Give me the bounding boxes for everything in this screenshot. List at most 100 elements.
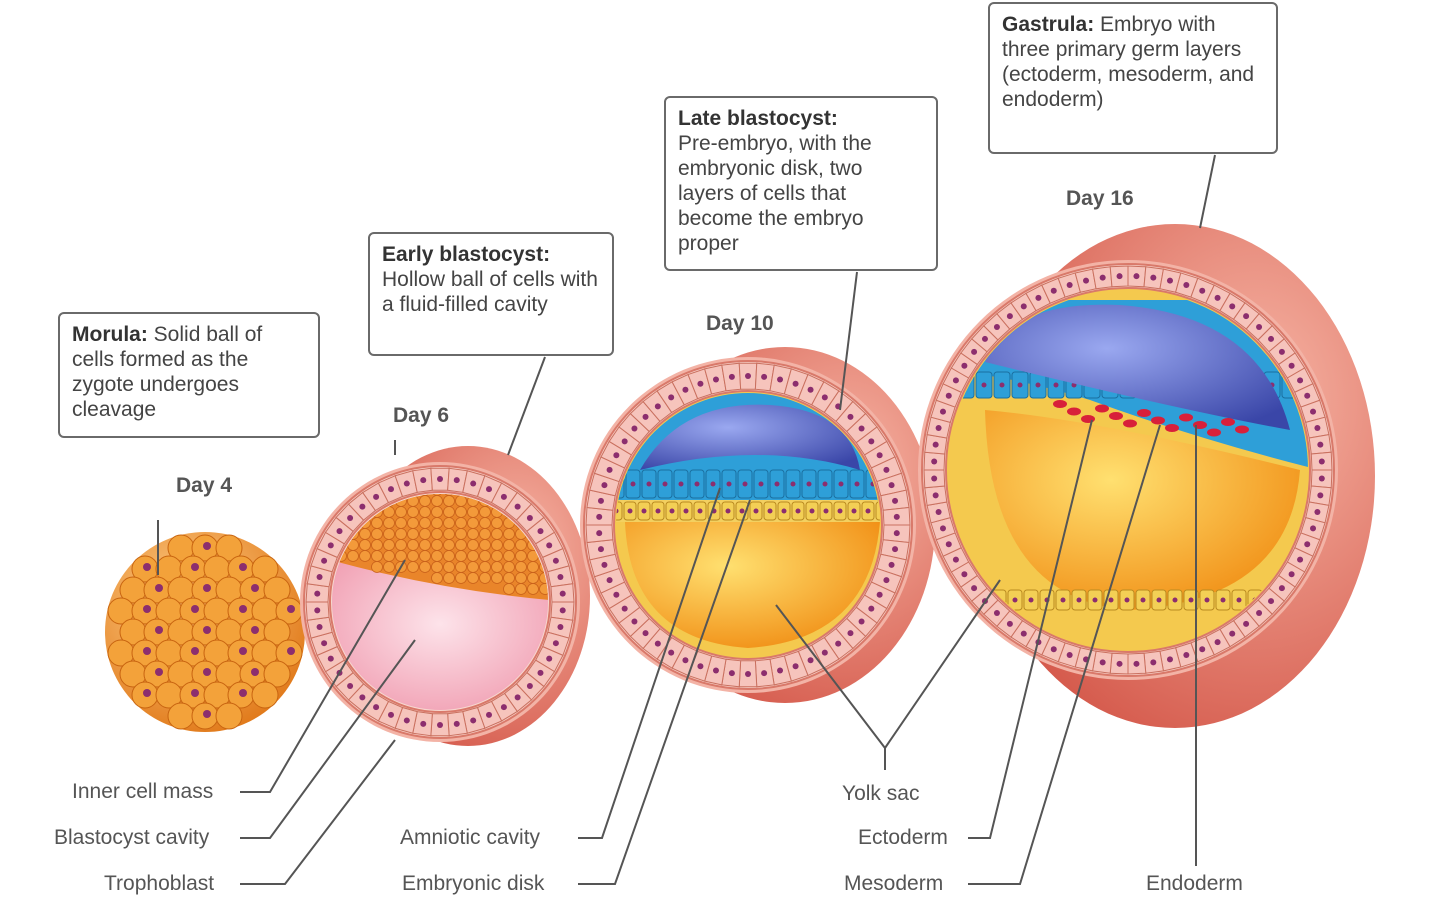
inner-cell — [383, 550, 395, 562]
inner-cell — [431, 572, 443, 584]
cell-nucleus — [981, 335, 988, 342]
inner-cell — [515, 583, 527, 595]
gastrula-term: Gastrula: — [1002, 13, 1095, 36]
cell-nucleus — [777, 376, 784, 383]
morula-cell — [215, 534, 243, 562]
cell-nucleus — [359, 503, 366, 510]
cell-nucleus — [1020, 303, 1027, 310]
cell-nucleus — [613, 591, 620, 598]
cell-nucleus — [865, 508, 871, 514]
cell-nucleus — [143, 689, 151, 697]
cell-nucleus — [621, 438, 628, 445]
cell-nucleus — [806, 481, 812, 487]
cell-nucleus — [1317, 492, 1324, 499]
morula-cell — [251, 681, 279, 709]
cell-nucleus — [893, 513, 900, 520]
germ-layer-cell — [616, 501, 623, 521]
cell-nucleus — [892, 546, 899, 553]
inner-cell — [407, 517, 419, 529]
inner-cell — [527, 561, 539, 573]
cell-nucleus — [327, 542, 334, 549]
cell-nucleus — [993, 610, 1000, 617]
cell-nucleus — [821, 394, 828, 401]
cell-nucleus — [557, 573, 564, 580]
cell-nucleus — [239, 563, 247, 571]
morula-cell — [263, 576, 291, 604]
inner-cell — [503, 528, 515, 540]
inner-cell — [455, 495, 467, 507]
cell-nucleus — [712, 376, 719, 383]
cell-nucleus — [453, 477, 460, 484]
inner-cell — [503, 550, 515, 562]
cell-nucleus — [892, 497, 899, 504]
inner-cell — [371, 539, 383, 551]
inner-cell — [455, 506, 467, 518]
cell-nucleus — [1268, 598, 1275, 605]
inner-cell — [491, 561, 503, 573]
mesoderm-cell — [1123, 419, 1137, 428]
yolk-sac-fill-day16 — [985, 410, 1300, 610]
cell-nucleus — [1310, 525, 1317, 532]
cell-nucleus — [641, 508, 647, 514]
cell-nucleus — [1006, 620, 1013, 627]
cell-nucleus — [143, 605, 151, 613]
inner-cell — [455, 539, 467, 551]
cell-nucleus — [971, 348, 978, 355]
cell-nucleus — [739, 508, 745, 514]
cell-nucleus — [336, 528, 343, 535]
morula-cell — [167, 702, 195, 730]
cell-nucleus — [1060, 597, 1066, 603]
gastrula-illustration — [918, 224, 1375, 728]
inner-cell — [419, 506, 431, 518]
mesoderm-cell — [1235, 425, 1249, 434]
inner-cell — [359, 550, 371, 562]
cell-nucleus — [203, 626, 211, 634]
cell-nucleus — [631, 618, 638, 625]
late-blastocyst-illustration — [580, 347, 935, 703]
cell-nucleus — [321, 640, 328, 647]
cell-nucleus — [1099, 274, 1106, 281]
cell-nucleus — [453, 720, 460, 727]
inner-cell — [479, 539, 491, 551]
cell-nucleus — [961, 362, 968, 369]
cell-nucleus — [1188, 597, 1194, 603]
cell-nucleus — [251, 584, 259, 592]
cell-nucleus — [823, 508, 829, 514]
inner-cell — [371, 517, 383, 529]
cell-nucleus — [621, 605, 628, 612]
inner-cell — [479, 572, 491, 584]
cell-nucleus — [203, 668, 211, 676]
morula-cell — [263, 660, 291, 688]
cell-nucleus — [1050, 646, 1057, 653]
cell-nucleus — [1243, 620, 1250, 627]
cell-nucleus — [761, 373, 768, 380]
cell-nucleus — [1314, 425, 1321, 432]
inner-cell — [515, 550, 527, 562]
inner-cell — [407, 561, 419, 573]
cell-nucleus — [1304, 392, 1311, 399]
inner-cell — [431, 506, 443, 518]
cell-nucleus — [1092, 597, 1098, 603]
cell-nucleus — [1297, 377, 1304, 384]
amniotic-cavity-fill — [640, 404, 860, 470]
late-blastocyst-description-box: Late blastocyst: Pre-embryo, with the em… — [664, 96, 938, 271]
cell-nucleus — [552, 557, 559, 564]
inner-cell — [335, 494, 347, 496]
inner-cell — [395, 506, 407, 518]
cell-nucleus — [239, 647, 247, 655]
inner-cell — [383, 561, 395, 573]
cell-nucleus — [1017, 382, 1023, 388]
late-blastocyst-term: Late blastocyst: — [678, 107, 838, 130]
inner-cell — [515, 572, 527, 584]
day-16-label: Day 16 — [1066, 187, 1134, 210]
cell-nucleus — [1278, 348, 1285, 355]
cell-nucleus — [597, 497, 604, 504]
inner-cell — [443, 517, 455, 529]
cell-nucleus — [1318, 458, 1325, 465]
cell-nucleus — [1268, 335, 1275, 342]
inner-cell — [491, 539, 503, 551]
inner-cell — [503, 572, 515, 584]
inner-cell — [383, 528, 395, 540]
cell-nucleus — [807, 657, 814, 664]
inner-cell — [443, 550, 455, 562]
